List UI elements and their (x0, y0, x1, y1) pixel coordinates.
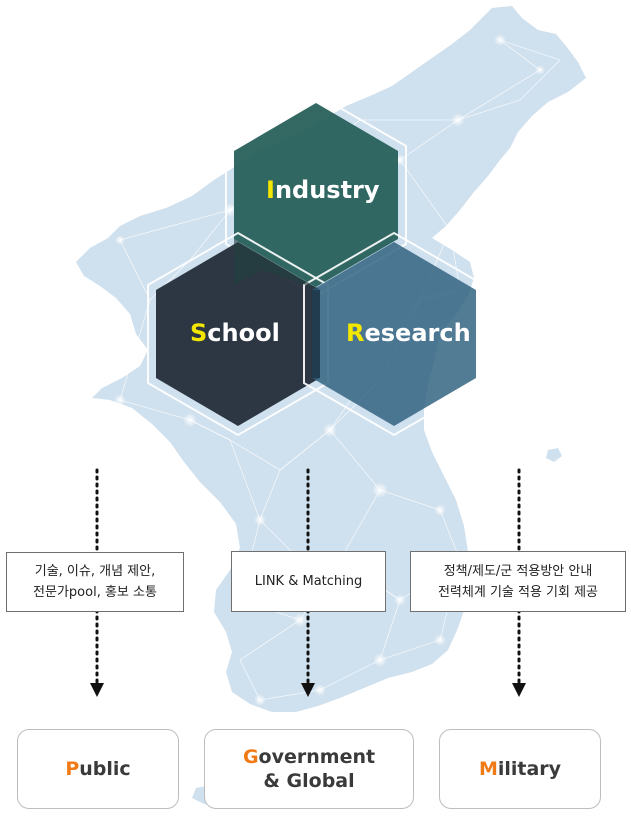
target-public-line1: Public (65, 757, 130, 781)
hexagon-research (303, 231, 485, 437)
label-industry: Industry (266, 176, 380, 204)
label-research-initial: R (346, 319, 365, 347)
info-box-public-line1: 기술, 이슈, 개념 제안, (34, 564, 156, 579)
label-research-rest: esearch (364, 319, 471, 347)
target-military: Military (439, 729, 601, 809)
ulleung-island (546, 448, 562, 462)
info-box-government: LINK & Matching (231, 551, 386, 612)
label-industry-initial: I (266, 176, 275, 204)
target-government-initial: G (242, 746, 259, 768)
label-school-initial: S (190, 319, 208, 347)
target-government-line2: & Global (263, 770, 355, 792)
target-public-rest: ublic (79, 758, 131, 780)
info-box-military: 정책/제도/군 적용방안 안내 전력체계 기술 적용 기회 제공 (410, 551, 626, 612)
overlap-school-research (312, 290, 320, 378)
target-government-line1: Government (243, 745, 375, 769)
target-public-initial: P (65, 758, 80, 780)
label-school: School (190, 319, 280, 347)
info-box-military-line2: 전력체계 기술 적용 기회 제공 (437, 584, 599, 600)
label-school-rest: chool (207, 319, 280, 347)
info-box-public: 기술, 이슈, 개념 제안, 전문가pool, 홍보 소통 (6, 552, 184, 612)
target-government-rest: overnment (258, 746, 376, 768)
info-box-military-line1: 정책/제도/군 적용방안 안내 (443, 563, 593, 579)
target-military-rest: ilitary (497, 758, 562, 780)
label-research: Research (346, 319, 471, 347)
target-military-line1: Military (479, 757, 561, 781)
target-public: Public (17, 729, 179, 809)
target-military-initial: M (478, 758, 498, 780)
label-industry-rest: ndustry (274, 176, 380, 204)
overlap-industry-school (234, 239, 320, 290)
info-box-public-line2: 전문가pool, 홍보 소통 (33, 585, 157, 600)
target-government: Government & Global (204, 729, 414, 809)
info-box-government-line1: LINK & Matching (254, 574, 363, 589)
